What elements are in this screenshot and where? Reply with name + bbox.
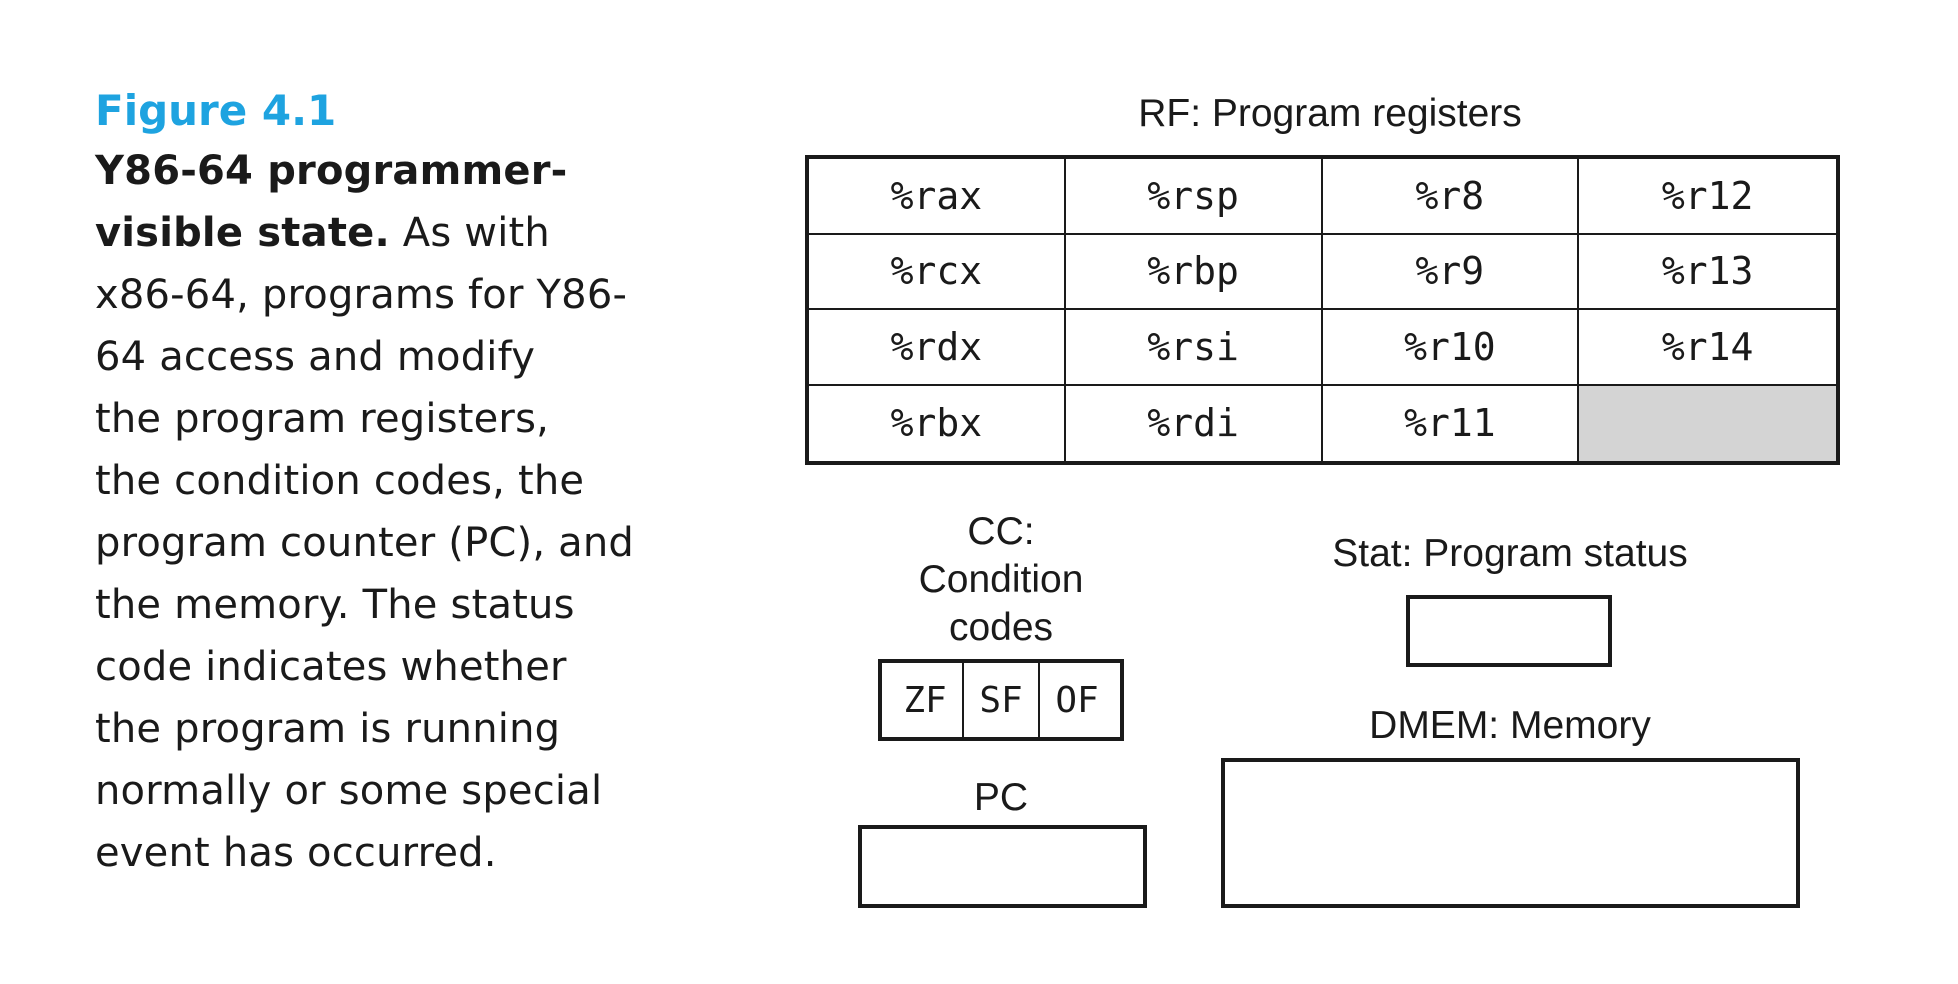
caption-line: the memory. The status — [95, 582, 575, 628]
caption-line: code indicates whether — [95, 644, 567, 690]
memory-box — [1221, 758, 1800, 908]
register-cell: %r9 — [1322, 234, 1580, 310]
register-cell: %r14 — [1579, 310, 1836, 386]
register-cell: %r11 — [1323, 385, 1580, 461]
caption-line: normally or some special — [95, 768, 603, 814]
register-cell: %rbx — [809, 385, 1066, 461]
pc-title: PC — [973, 776, 1029, 819]
memory-title: DMEM: Memory — [1369, 704, 1651, 747]
register-cell: %rcx — [809, 234, 1066, 310]
figure-caption: Figure 4.1 Y86-64 programmer- visible st… — [95, 84, 695, 884]
register-cell: %rbp — [1065, 234, 1323, 310]
condition-codes-box: ZF SF OF — [878, 659, 1124, 741]
register-cell: %r10 — [1322, 310, 1580, 386]
of-flag: OF — [1055, 679, 1099, 721]
caption-line: event has occurred. — [95, 830, 497, 876]
pc-box — [858, 825, 1147, 908]
register-cell: %rdx — [809, 310, 1066, 386]
status-box — [1406, 595, 1612, 667]
register-cell: %r12 — [1579, 159, 1836, 235]
register-cell: %rax — [809, 159, 1066, 235]
caption-line: the program is running — [95, 706, 561, 752]
caption-line: 64 access and modify — [95, 334, 536, 380]
figure-number: Figure 4.1 — [95, 86, 337, 135]
condition-codes-title: CC: Condition codes — [860, 508, 1142, 652]
caption-line: Y86-64 programmer- — [95, 148, 568, 194]
register-cell: %rsp — [1065, 159, 1323, 235]
caption-line: x86-64, programs for Y86- — [95, 272, 628, 318]
caption-line: the condition codes, the — [95, 458, 585, 504]
condition-codes-title-line: Condition — [918, 558, 1084, 601]
register-cell: %rdi — [1066, 385, 1323, 461]
caption-body: Y86-64 programmer- visible state. As wit… — [95, 140, 695, 884]
caption-line: the program registers, — [95, 396, 550, 442]
register-cell: %rsi — [1065, 310, 1323, 386]
condition-codes-title-line: CC: — [967, 510, 1035, 553]
register-cell: %r13 — [1579, 235, 1836, 310]
caption-line: program counter (PC), and — [95, 520, 635, 566]
register-cell: %r8 — [1322, 159, 1580, 235]
sf-flag: SF — [964, 663, 1040, 737]
zf-flag: ZF — [888, 663, 964, 737]
register-cell-empty — [1579, 385, 1836, 461]
register-file-title: RF: Program registers — [1138, 92, 1522, 135]
caption-line: visible state. As with — [95, 210, 550, 256]
status-title: Stat: Program status — [1332, 532, 1688, 575]
register-file: %rax %rsp %r8 %r12 %rcx %rbp %r9 %r13 %r… — [805, 155, 1840, 465]
condition-codes-title-line: codes — [948, 606, 1054, 649]
